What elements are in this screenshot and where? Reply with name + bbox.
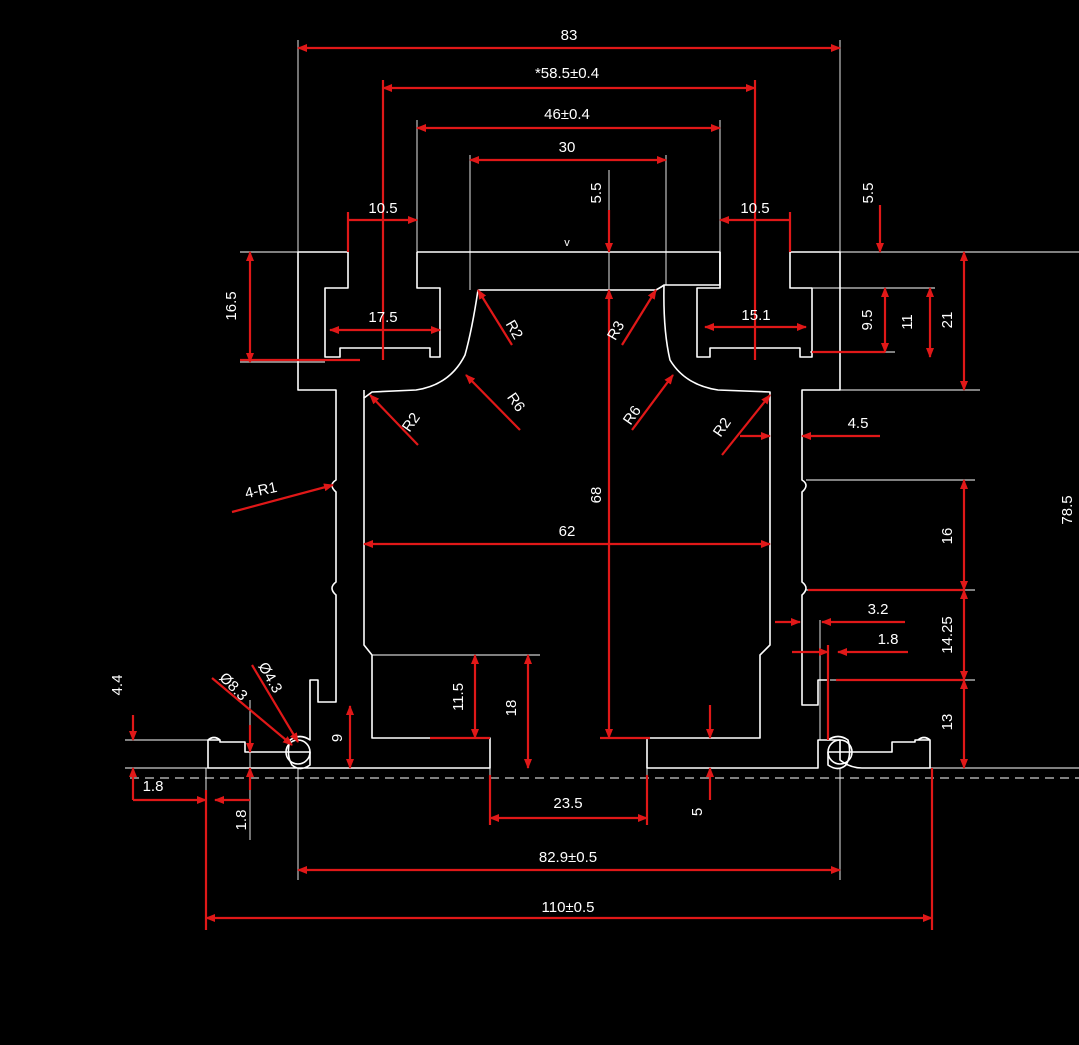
dim-r6-right: R6 (620, 403, 645, 428)
dim-mid-1425: 14.25 (939, 616, 956, 654)
dim-base-9: 9 (329, 734, 346, 742)
dim-slot-height: 11 (899, 314, 916, 330)
dim-r2-a: R2 (502, 317, 526, 342)
dim-gap-235: 23.5 (553, 795, 582, 812)
dim-base-5: 5 (689, 808, 706, 816)
dim-base-width: 82.9±0.5 (539, 849, 597, 866)
dim-overall-width: 83 (561, 27, 578, 44)
dim-right-slot-width: 10.5 (740, 200, 769, 217)
dim-wall: 4.5 (848, 415, 869, 432)
dim-bumps: 4-R1 (243, 479, 278, 502)
dim-r2-b: R2 (399, 410, 424, 435)
dim-lip-18: 1.8 (878, 631, 899, 648)
dim-total-height: 78.5 (1059, 495, 1076, 524)
dim-inner-opening: 30 (559, 139, 576, 156)
dim-top-depth: 5.5 (588, 183, 605, 204)
dim-top-opening: 46±0.4 (544, 106, 590, 123)
left-lip (207, 736, 221, 741)
dim-inner-width: 62 (559, 523, 576, 540)
dim-lip-32: 3.2 (868, 601, 889, 618)
right-lip (917, 736, 931, 741)
dim-side-height: 21 (939, 312, 956, 329)
dimension-lines (129, 44, 968, 930)
dim-left-18b: 1.8 (233, 810, 250, 831)
profile-outline (207, 251, 931, 770)
dim-bot-13: 13 (939, 714, 956, 731)
dim-total-width: 110±0.5 (542, 899, 595, 916)
center-cavity-outline (312, 289, 491, 769)
dim-slot-pitch: *58.5±0.4 (535, 65, 599, 82)
dim-foot-115: 11.5 (450, 683, 467, 711)
dim-left-18a: 1.8 (143, 778, 164, 795)
dim-mid-16: 16 (939, 528, 956, 545)
dim-small-v: v (564, 237, 570, 249)
dim-r2-c: R2 (710, 415, 735, 440)
dim-slot-depth: 9.5 (859, 310, 876, 331)
dim-left-slot-inner: 17.5 (368, 309, 397, 326)
dim-left-44: 4.4 (109, 675, 126, 696)
upper-cavity-line (478, 284, 665, 291)
top-bar-outline (417, 251, 863, 769)
dim-top-depth-right: 5.5 (860, 183, 877, 204)
dim-left-slot-width: 10.5 (368, 200, 397, 217)
dim-right-slot-inner: 15.1 (741, 307, 770, 324)
right-groove-circle (827, 739, 853, 765)
dim-left-height: 16.5 (223, 291, 240, 320)
right-wing-outline (696, 251, 931, 770)
dim-inner-height: 68 (588, 487, 605, 504)
dim-foot-18: 18 (503, 700, 520, 717)
dim-r6-left: R6 (503, 390, 528, 415)
left-wing-outline (207, 251, 441, 770)
